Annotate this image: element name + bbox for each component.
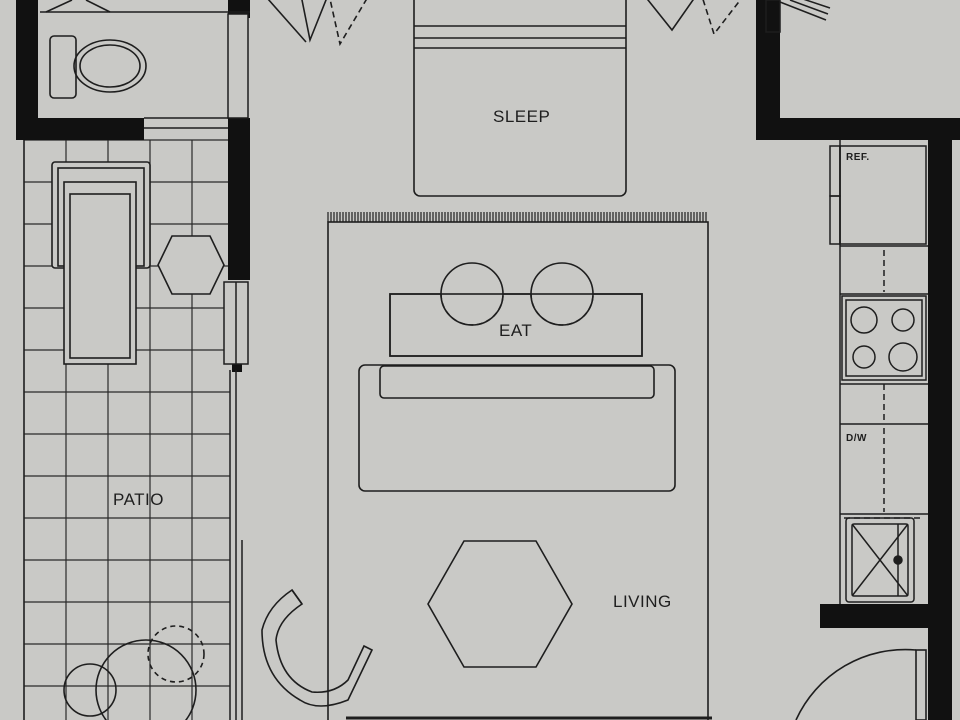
thin-lines xyxy=(23,11,250,720)
wall-upper-right-horizontal xyxy=(756,118,960,140)
sink-icon xyxy=(845,517,915,603)
coffee-table-hexagon-icon xyxy=(427,540,573,668)
wall-bath-bottom xyxy=(16,118,144,140)
appliance-label-refrigerator: REF. xyxy=(846,152,870,163)
stove-icon xyxy=(841,295,927,381)
dining-set-icon xyxy=(389,262,643,357)
kitchen xyxy=(829,140,928,604)
wall-kitchen-bottom xyxy=(820,604,952,628)
toilet-icon xyxy=(49,35,147,99)
room-label-living: LIVING xyxy=(613,592,672,611)
patio-furniture xyxy=(51,161,225,720)
sofa-icon xyxy=(358,364,676,492)
wall-stub xyxy=(232,364,242,372)
lounge-chair-icon xyxy=(51,161,151,365)
entry-door-icon xyxy=(795,648,927,720)
walls xyxy=(16,0,960,720)
wall-bath-left xyxy=(16,0,38,138)
bed-icon xyxy=(267,0,742,197)
room-label-patio: PATIO xyxy=(113,490,164,509)
room-label-eat: EAT xyxy=(499,321,533,340)
closet-rod xyxy=(765,0,831,33)
side-table-hexagon-icon xyxy=(157,235,225,295)
wall-right-exterior xyxy=(928,118,952,720)
bath-pocket-door xyxy=(227,13,249,119)
armchair-icon xyxy=(261,588,374,707)
bathroom xyxy=(40,0,228,99)
room-label-sleep: SLEEP xyxy=(493,107,551,126)
area-rug xyxy=(327,212,709,720)
wall-upper-right-vertical xyxy=(756,0,780,140)
appliance-label-dishwasher: D/W xyxy=(846,433,867,444)
patio-chairs-icon xyxy=(63,625,205,720)
wall-bath-right-lower xyxy=(228,118,250,280)
dining-table xyxy=(389,293,643,357)
refrigerator-icon xyxy=(829,145,927,245)
